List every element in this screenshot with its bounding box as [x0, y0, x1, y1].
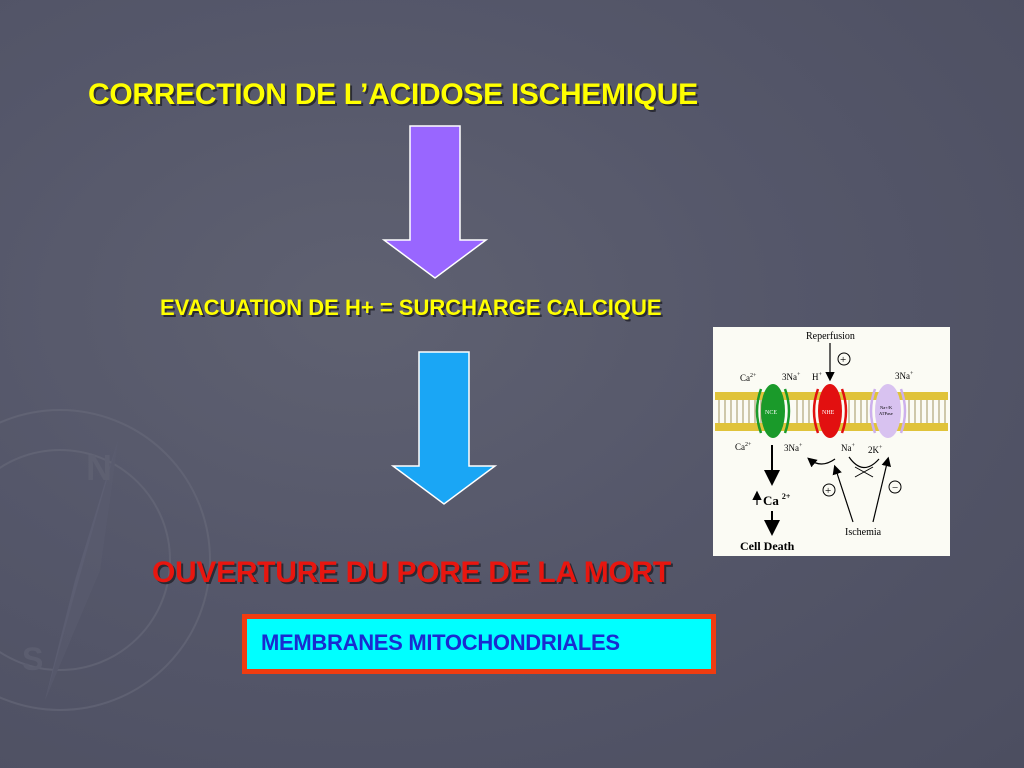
ca-top-label: Ca2+: [740, 373, 757, 383]
nce-label: NCE: [765, 410, 777, 416]
svg-text:N: N: [86, 447, 112, 488]
cell-death-label: Cell Death: [740, 539, 795, 553]
k2-label: 2K+: [868, 445, 883, 455]
svg-text:S: S: [22, 641, 43, 677]
ischemia-label: Ischemia: [845, 527, 882, 538]
ca-bottom-label: Ca2+: [735, 442, 752, 452]
down-arrow-blue: [389, 350, 499, 506]
atpase-label-1: Na+/K: [880, 405, 893, 410]
down-arrow-purple: [380, 124, 490, 280]
death-pore-text: OUVERTURE DU PORE DE LA MORT: [152, 556, 671, 590]
h-top-label: H+: [812, 372, 823, 382]
slide-title: CORRECTION DE L’ACIDOSE ISCHEMIQUE: [88, 78, 698, 112]
na-bottom-label: Na+: [841, 443, 856, 453]
mitochondrial-membranes-label: MEMBRANES MITOCHONDRIALES: [261, 630, 620, 656]
reperfusion-label: Reperfusion: [806, 331, 855, 342]
nhe-label: NHE: [822, 410, 835, 416]
na3-top-label: 3Na+: [782, 372, 801, 382]
minus-sign: −: [892, 482, 898, 494]
plus-sign-bottom: +: [825, 485, 831, 497]
step-evacuation-text: EVACUATION DE H+ = SURCHARGE CALCIQUE: [160, 295, 662, 321]
ion-exchange-diagram: Reperfusion + Ca2+ 3Na+ H+ 3Na+ NCE NHE …: [713, 327, 950, 556]
plus-sign-top: +: [840, 354, 846, 366]
mitochondrial-membranes-box: MEMBRANES MITOCHONDRIALES: [242, 614, 716, 674]
na3-bottom-label: 3Na+: [784, 443, 803, 453]
atpase-label-2: ATPase: [879, 411, 893, 416]
na3-right-label: 3Na+: [895, 371, 914, 381]
